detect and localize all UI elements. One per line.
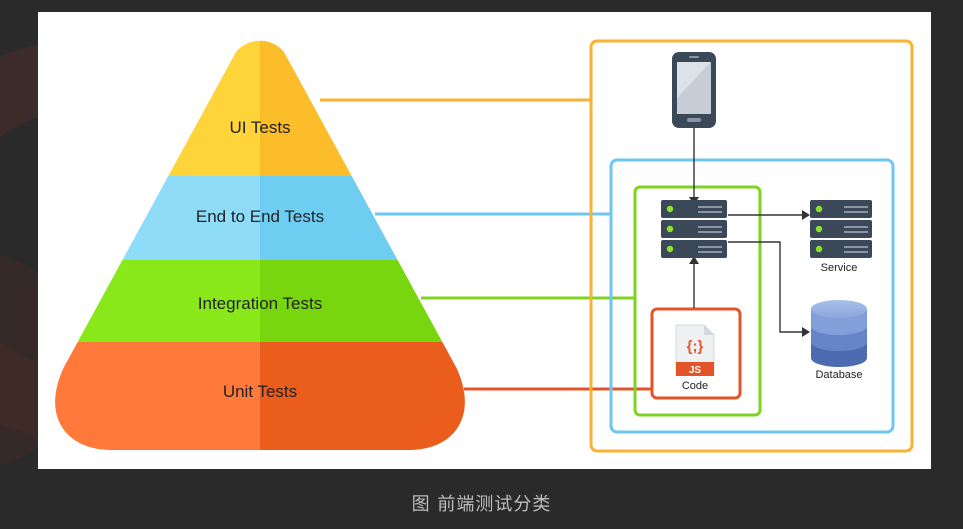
ui-scope-box xyxy=(589,39,914,453)
figure-caption: 图 前端测试分类 xyxy=(411,494,552,515)
ui-tests-label: UI Tests xyxy=(229,118,290,137)
server-icon xyxy=(661,200,727,258)
e2e-scope-box xyxy=(609,158,895,434)
integration-scope-box xyxy=(633,185,762,417)
js-code-file-icon xyxy=(675,324,715,376)
database-label: Database xyxy=(815,369,862,381)
code-label: Code xyxy=(682,380,708,392)
pyramid-level-unit xyxy=(55,342,465,450)
flow-arrows xyxy=(693,128,802,333)
unit-tests-label: Unit Tests xyxy=(223,382,297,401)
integration-tests-label: Integration Tests xyxy=(198,294,322,313)
test-pyramid-diagram: UI Tests End to End Tests Integration Te… xyxy=(55,39,914,453)
service-label: Service xyxy=(821,262,858,274)
pyramid-level-ui xyxy=(55,40,465,176)
unit-scope-box xyxy=(650,307,742,400)
phone-icon xyxy=(672,52,716,128)
database-icon xyxy=(811,300,867,367)
code-symbol: {;} xyxy=(687,338,704,355)
diagram-canvas: UI Tests End to End Tests Integration Te… xyxy=(38,12,931,469)
js-badge: JS xyxy=(689,365,702,376)
service-server-icon xyxy=(810,200,872,258)
e2e-tests-label: End to End Tests xyxy=(196,207,324,226)
